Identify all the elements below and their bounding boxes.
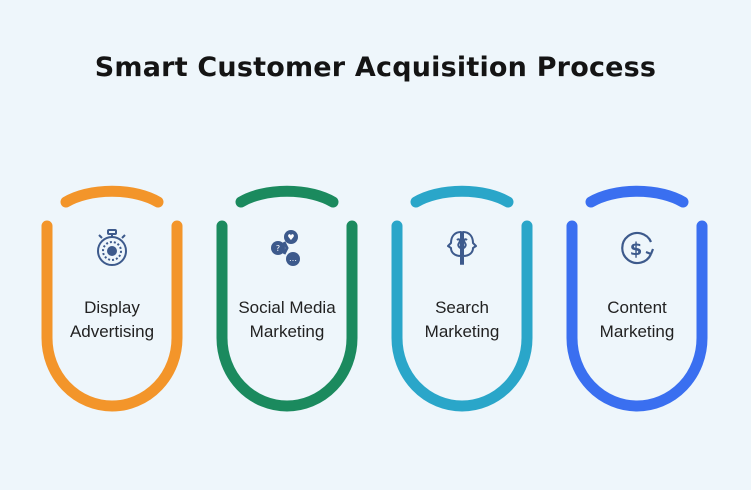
stopwatch-icon	[92, 228, 132, 268]
step-label-line1: Social Media	[238, 298, 336, 317]
svg-text:$: $	[630, 239, 643, 260]
step-label: Social Media Marketing	[220, 296, 354, 344]
step-label-line2: Marketing	[249, 322, 325, 341]
step-label-line2: Advertising	[69, 322, 155, 341]
svg-text:?: ?	[276, 244, 280, 253]
step-card-display-advertising: Display Advertising	[37, 178, 187, 418]
step-label: Search Marketing	[395, 296, 529, 344]
search-heads-icon	[442, 228, 482, 268]
step-label-line2: Marketing	[599, 322, 675, 341]
step-label-line1: Content	[607, 298, 667, 317]
pill-outline	[391, 185, 533, 412]
step-label: Display Advertising	[45, 296, 179, 344]
social-chat-icon: ♥ ? …	[267, 228, 307, 268]
step-card-content-marketing: $ Content Marketing	[562, 178, 712, 418]
svg-text:♥: ♥	[287, 233, 294, 242]
step-card-social-media-marketing: ♥ ? … Social Media Marketing	[212, 178, 362, 418]
pill-outline	[41, 185, 183, 412]
page-title: Smart Customer Acquisition Process	[94, 52, 657, 83]
pill-outline	[216, 185, 358, 412]
step-label-line1: Search	[435, 298, 489, 317]
dollar-refresh-icon: $	[617, 228, 657, 268]
step-card-search-marketing: Search Marketing	[387, 178, 537, 418]
step-label-line2: Marketing	[424, 322, 500, 341]
svg-text:…: …	[289, 254, 297, 263]
step-label-line1: Display	[84, 298, 140, 317]
pill-outline	[566, 185, 708, 412]
step-label: Content Marketing	[570, 296, 704, 344]
